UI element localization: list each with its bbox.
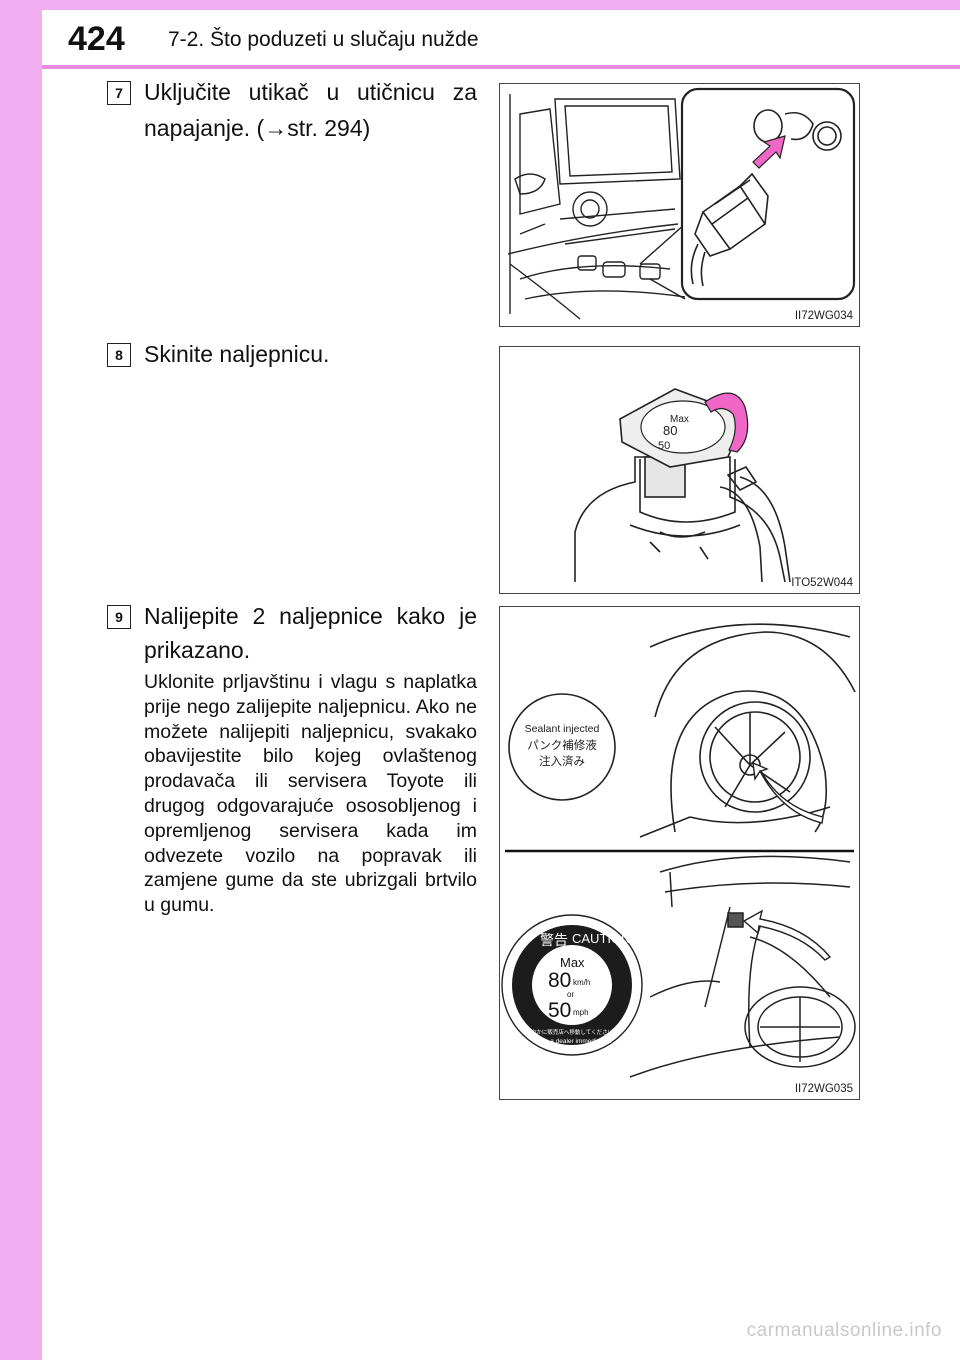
figure-code: II72WG034 bbox=[794, 310, 853, 322]
caution-or: or bbox=[567, 990, 574, 999]
step-9-note: Uklonite prljavštinu i vlagu s naplatka … bbox=[144, 671, 477, 917]
wheel-sticker-line3: 注入済み bbox=[539, 754, 585, 768]
step-9-text-line2: prikazano. bbox=[144, 637, 251, 663]
caution-unit-kmh: km/h bbox=[573, 978, 590, 987]
wheel-sticker-line2: パンク補修液 bbox=[527, 738, 597, 752]
page-number: 424 bbox=[68, 20, 125, 58]
outlet-illustration bbox=[507, 87, 856, 320]
sticker-80-label: 80 bbox=[663, 423, 677, 438]
caution-max: Max bbox=[560, 955, 585, 970]
figure-apply-stickers: Sealant injected パンク補修液 注入済み 警告 CAUTION … bbox=[499, 606, 860, 1100]
caution-jp-label: 警告 bbox=[540, 933, 568, 949]
figure-remove-sticker: Max 80 50 ITO52W044 bbox=[499, 346, 860, 594]
caution-label: CAUTION bbox=[572, 931, 631, 946]
caution-dealer-jp: 速やかに販売店へ移動してください。 bbox=[525, 1028, 618, 1036]
caution-speed-mph: 50 bbox=[548, 999, 571, 1022]
figure-code: ITO52W044 bbox=[791, 577, 853, 589]
step-number-8: 8 bbox=[107, 343, 131, 367]
caution-dealer-en: Go to a dealer immediately. bbox=[533, 1038, 612, 1045]
top-color-strip bbox=[42, 0, 960, 10]
sticker-removal-illustration: Max 80 50 bbox=[574, 388, 791, 583]
step-number-7: 7 bbox=[107, 81, 131, 105]
caution-speed-kmh: 80 bbox=[548, 969, 571, 992]
apply-stickers-illustration: Sealant injected パンク補修液 注入済み 警告 CAUTION … bbox=[501, 623, 856, 1078]
wheel-sticker-line1: Sealant injected bbox=[525, 723, 600, 735]
sticker-max-label: Max bbox=[670, 414, 689, 425]
step-7-text-line1: Uključite utikač u utičnicu za bbox=[144, 79, 477, 105]
figure-code: II72WG035 bbox=[794, 1083, 853, 1095]
figure-power-outlet: II72WG034 bbox=[499, 83, 860, 327]
step-8-text: Skinite naljepnicu. bbox=[144, 341, 330, 367]
header-rule bbox=[42, 65, 960, 69]
caution-unit-mph: mph bbox=[573, 1008, 589, 1017]
watermark: carmanualsonline.info bbox=[746, 1320, 942, 1341]
side-color-strip bbox=[0, 0, 42, 1360]
step-number-9: 9 bbox=[107, 605, 131, 629]
section-title: 7-2. Što poduzeti u slučaju nužde bbox=[168, 28, 479, 51]
step-7-text-line2: napajanje. (→str. 294) bbox=[144, 115, 371, 141]
sticker-50-label: 50 bbox=[658, 440, 670, 452]
step-9-text-line1: Nalijepite 2 naljepnice kako je bbox=[144, 603, 477, 629]
